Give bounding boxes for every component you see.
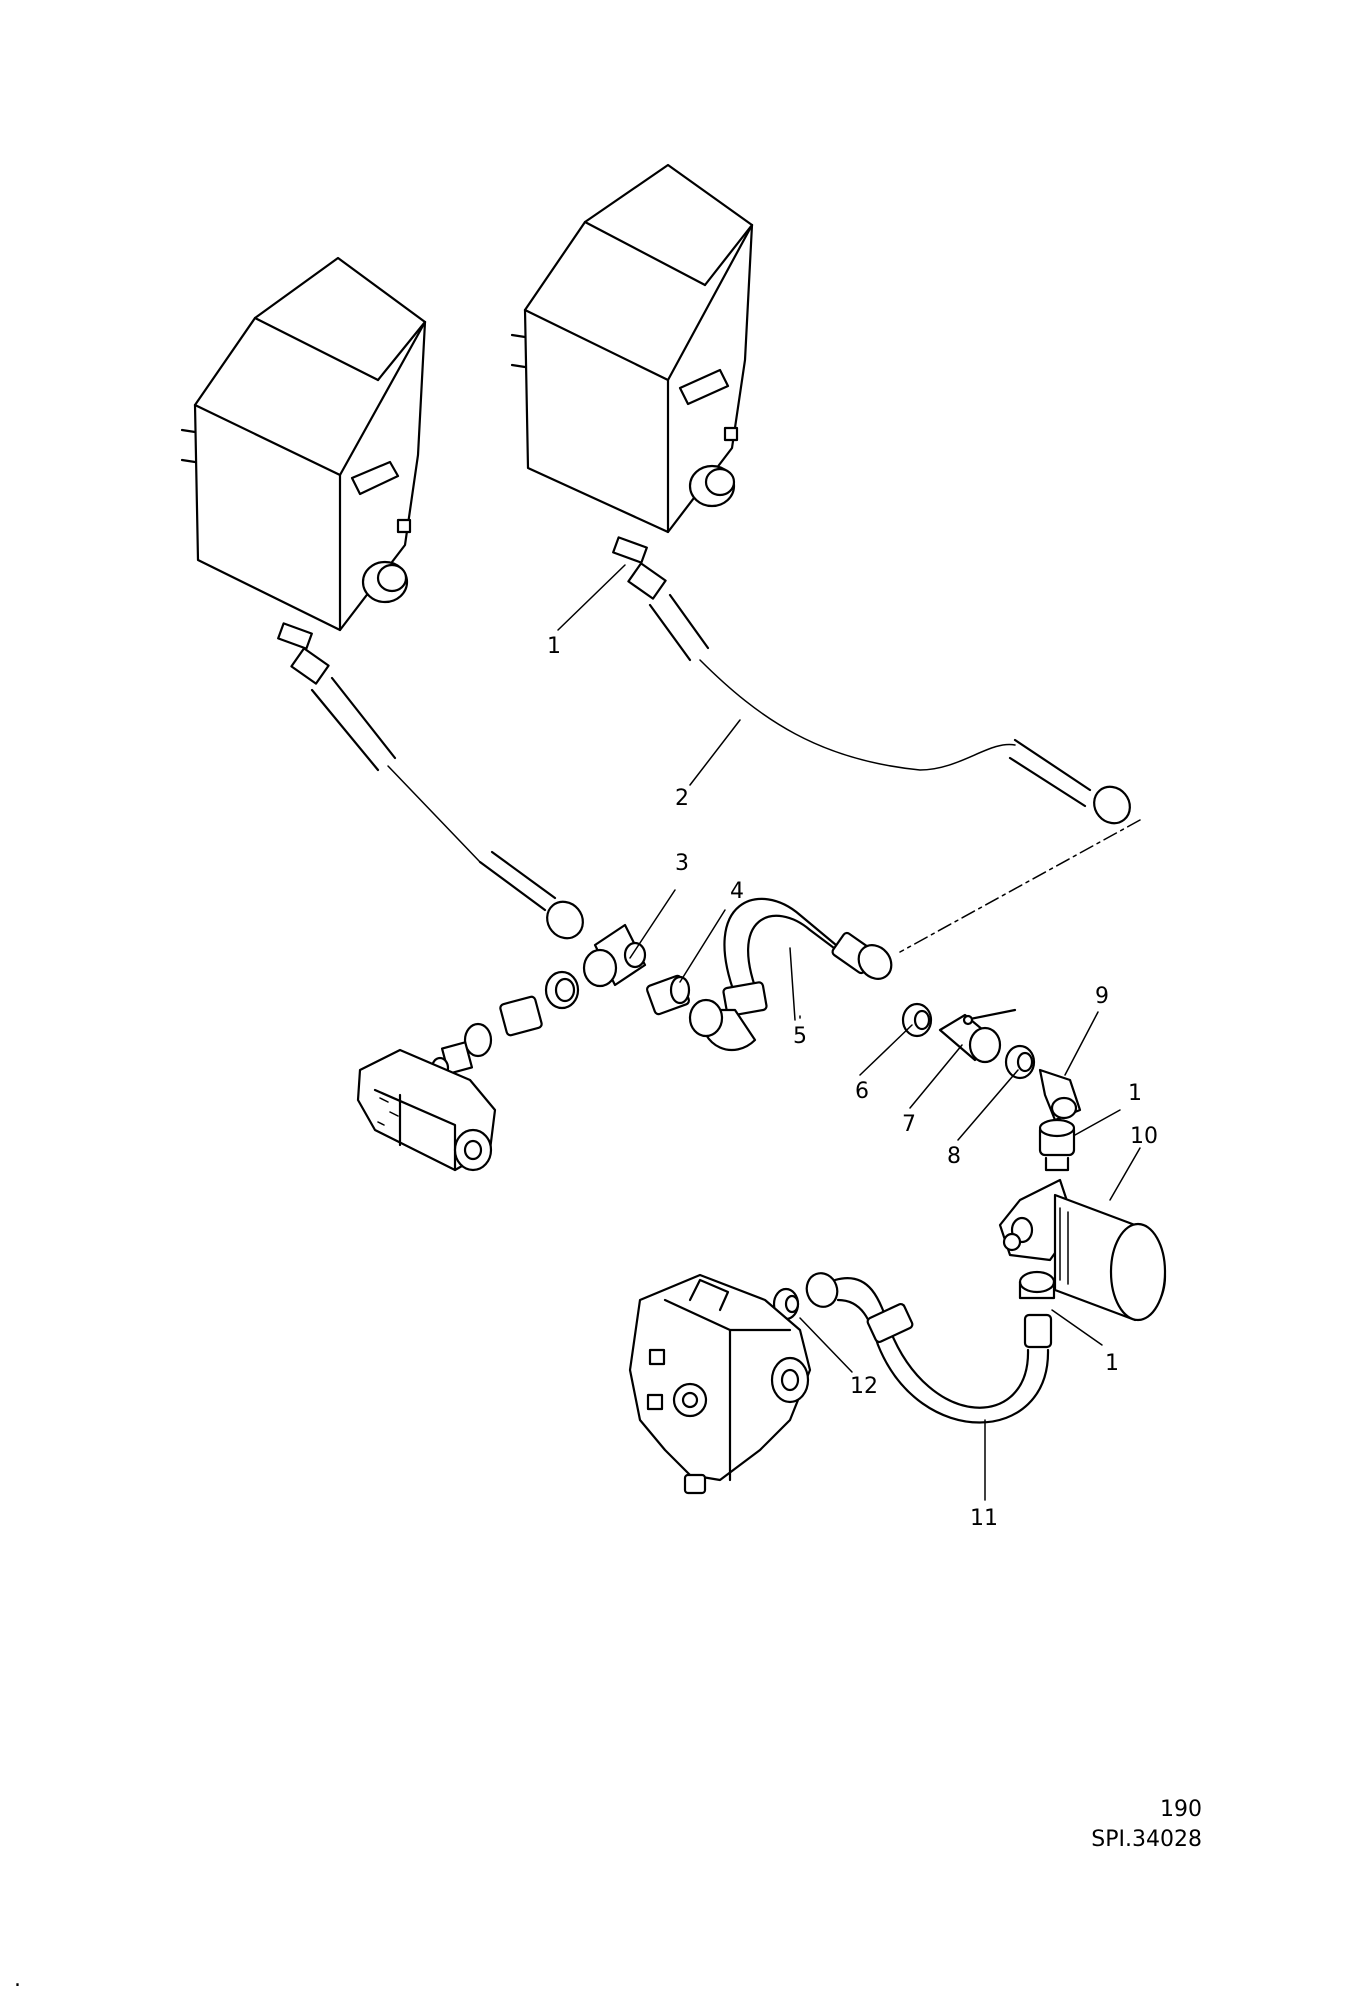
callout-1-top: 1	[547, 634, 561, 659]
callout-9: 9	[1095, 984, 1109, 1009]
callout-6: 6	[855, 1079, 869, 1104]
adapter-1-mid	[1038, 1118, 1076, 1172]
callout-1-mid: 1	[1128, 1081, 1142, 1106]
elbow-9	[1038, 1068, 1082, 1122]
callout-7: 7	[902, 1112, 916, 1137]
callout-11: 11	[970, 1506, 998, 1531]
callout-8: 8	[947, 1144, 961, 1169]
callout-10: 10	[1130, 1124, 1158, 1149]
corner-mark: .	[14, 1967, 21, 1992]
ball-valve-7	[938, 1008, 1017, 1064]
callout-2: 2	[675, 786, 689, 811]
hose-2-right-tank	[612, 536, 1141, 953]
variable-displacement-pump	[628, 1273, 812, 1495]
hose-5	[688, 897, 893, 1052]
fittings-chain-to-gear-pump	[430, 970, 580, 1080]
callout-12: 12	[850, 1374, 878, 1399]
page-number: 190	[1160, 1797, 1202, 1822]
adapter-8	[1004, 1044, 1036, 1080]
gear-pump	[356, 1048, 497, 1172]
filter-10	[998, 1178, 1167, 1322]
callout-4: 4	[730, 879, 744, 904]
hose-11	[805, 1272, 1050, 1424]
drawing-reference: SPI.34028	[1091, 1827, 1202, 1852]
tee-fitting-3	[582, 923, 647, 988]
adapter-6	[901, 1002, 933, 1038]
left-hydraulic-tank	[180, 256, 427, 632]
drawing-footer: 190 SPI.34028	[1091, 1795, 1202, 1855]
callout-5: 5	[793, 1024, 807, 1049]
callout-1-low: 1	[1105, 1351, 1119, 1376]
hose-left-tank	[277, 622, 584, 940]
right-hydraulic-tank	[510, 163, 754, 534]
leader-lines	[557, 564, 1141, 1501]
adapter-4	[645, 974, 691, 1016]
callout-3: 3	[675, 851, 689, 876]
adapter-1-low	[1018, 1270, 1056, 1349]
